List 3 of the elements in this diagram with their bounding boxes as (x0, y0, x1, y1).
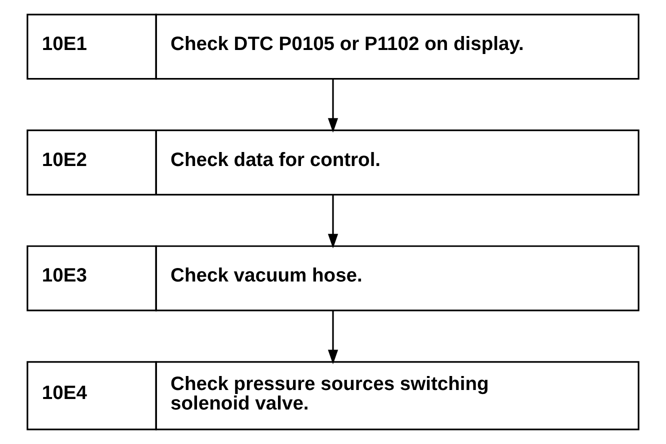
arrow (328, 310, 338, 364)
arrow (328, 79, 338, 133)
arrow (328, 194, 338, 248)
